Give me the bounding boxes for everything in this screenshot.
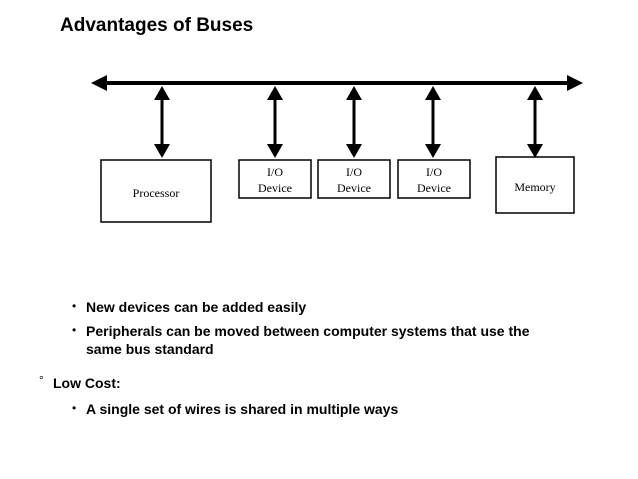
io-device-box-3: I/O Device xyxy=(397,159,471,199)
main-bullet-glyph: ° xyxy=(39,373,44,387)
bullet-peripherals-line1: Peripherals can be moved between compute… xyxy=(86,323,530,339)
bus-line xyxy=(91,75,583,91)
bullet-dot: • xyxy=(72,323,77,337)
connector-io-2 xyxy=(346,86,362,158)
processor-label: Processor xyxy=(133,186,180,200)
connector-io-3 xyxy=(425,86,441,158)
bullet-single-wires: A single set of wires is shared in multi… xyxy=(86,401,399,417)
io-label-line1: I/O xyxy=(426,165,442,179)
io-label-line2: Device xyxy=(258,181,292,195)
bullet-dot: • xyxy=(72,401,77,415)
connector-io-1 xyxy=(267,86,283,158)
io-label-line1: I/O xyxy=(267,165,283,179)
io-label-line1: I/O xyxy=(346,165,362,179)
connector-processor xyxy=(154,86,170,158)
io-label-line2: Device xyxy=(417,181,451,195)
bullet-peripherals-line2: same bus standard xyxy=(86,341,214,357)
io-device-box-1: I/O Device xyxy=(238,159,312,199)
processor-box: Processor xyxy=(100,159,212,223)
bullet-dot: • xyxy=(72,299,77,313)
bullet-low-cost: Low Cost: xyxy=(53,375,121,391)
io-device-box-2: I/O Device xyxy=(317,159,391,199)
memory-label: Memory xyxy=(514,180,555,194)
bullet-new-devices: New devices can be added easily xyxy=(86,299,307,315)
slide-title: Advantages of Buses xyxy=(60,15,254,36)
memory-box: Memory xyxy=(495,156,575,214)
io-label-line2: Device xyxy=(337,181,371,195)
connector-memory xyxy=(527,86,543,158)
